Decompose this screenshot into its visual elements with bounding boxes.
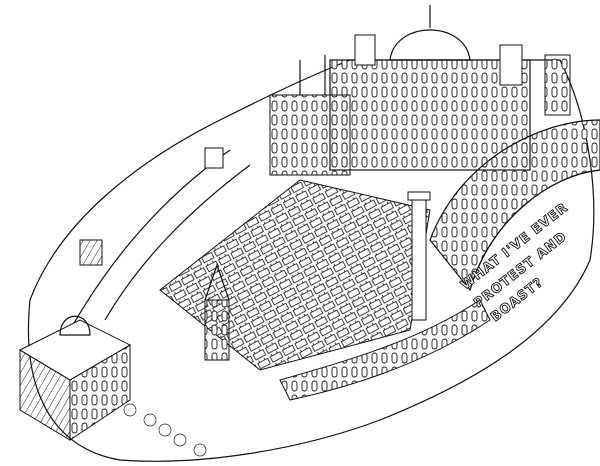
spire-tower <box>204 263 230 361</box>
colosseum <box>429 119 600 292</box>
rooftop-grid <box>159 179 431 371</box>
pagoda <box>79 239 103 266</box>
column-monument <box>407 191 431 321</box>
canal-bank <box>104 164 251 321</box>
domed-palace <box>269 5 571 176</box>
island-outline <box>27 59 595 462</box>
trees <box>123 403 207 457</box>
arcade <box>279 299 491 401</box>
canal <box>69 149 231 331</box>
gatehouse <box>204 147 224 169</box>
domed-pavilion <box>18 315 132 441</box>
